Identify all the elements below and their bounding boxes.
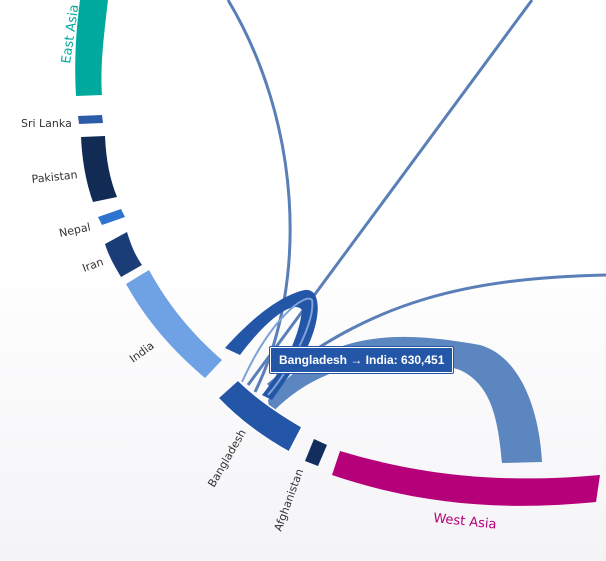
flow-tooltip: Bangladesh → India: 630,451 [270,347,454,373]
segment-label-sri-lanka: Sri Lanka [21,117,72,130]
segment-highlight-bangladesh [216,378,303,454]
segment-label-nepal: Nepal [58,221,92,240]
segment-label-bangladesh: Bangladesh [205,427,249,489]
segment-arc-nepal[interactable] [98,209,125,225]
segment-label-afghanistan: Afghanistan [272,467,307,533]
segment-arc-west-asia[interactable] [332,451,600,506]
chord-arcs [75,0,600,506]
segment-arc-afghanistan[interactable] [305,439,327,466]
segment-arc-sri-lanka[interactable] [78,115,103,124]
segment-arc-iran[interactable] [105,232,142,277]
segment-arc-india[interactable] [126,270,222,378]
flow-ribbon-east-asia[interactable] [226,0,292,393]
flow-ribbons [225,0,606,463]
segment-label-india: India [127,339,156,365]
flow-ribbon-top-right[interactable] [246,0,534,386]
segment-arc-pakistan[interactable] [81,136,117,202]
segment-label-iran: Iran [81,255,106,275]
segment-arc-bangladesh[interactable] [218,380,302,452]
segment-arc-east-asia[interactable] [75,0,108,96]
segment-label-pakistan: Pakistan [31,168,78,186]
segment-label-west-asia: West Asia [433,511,498,533]
